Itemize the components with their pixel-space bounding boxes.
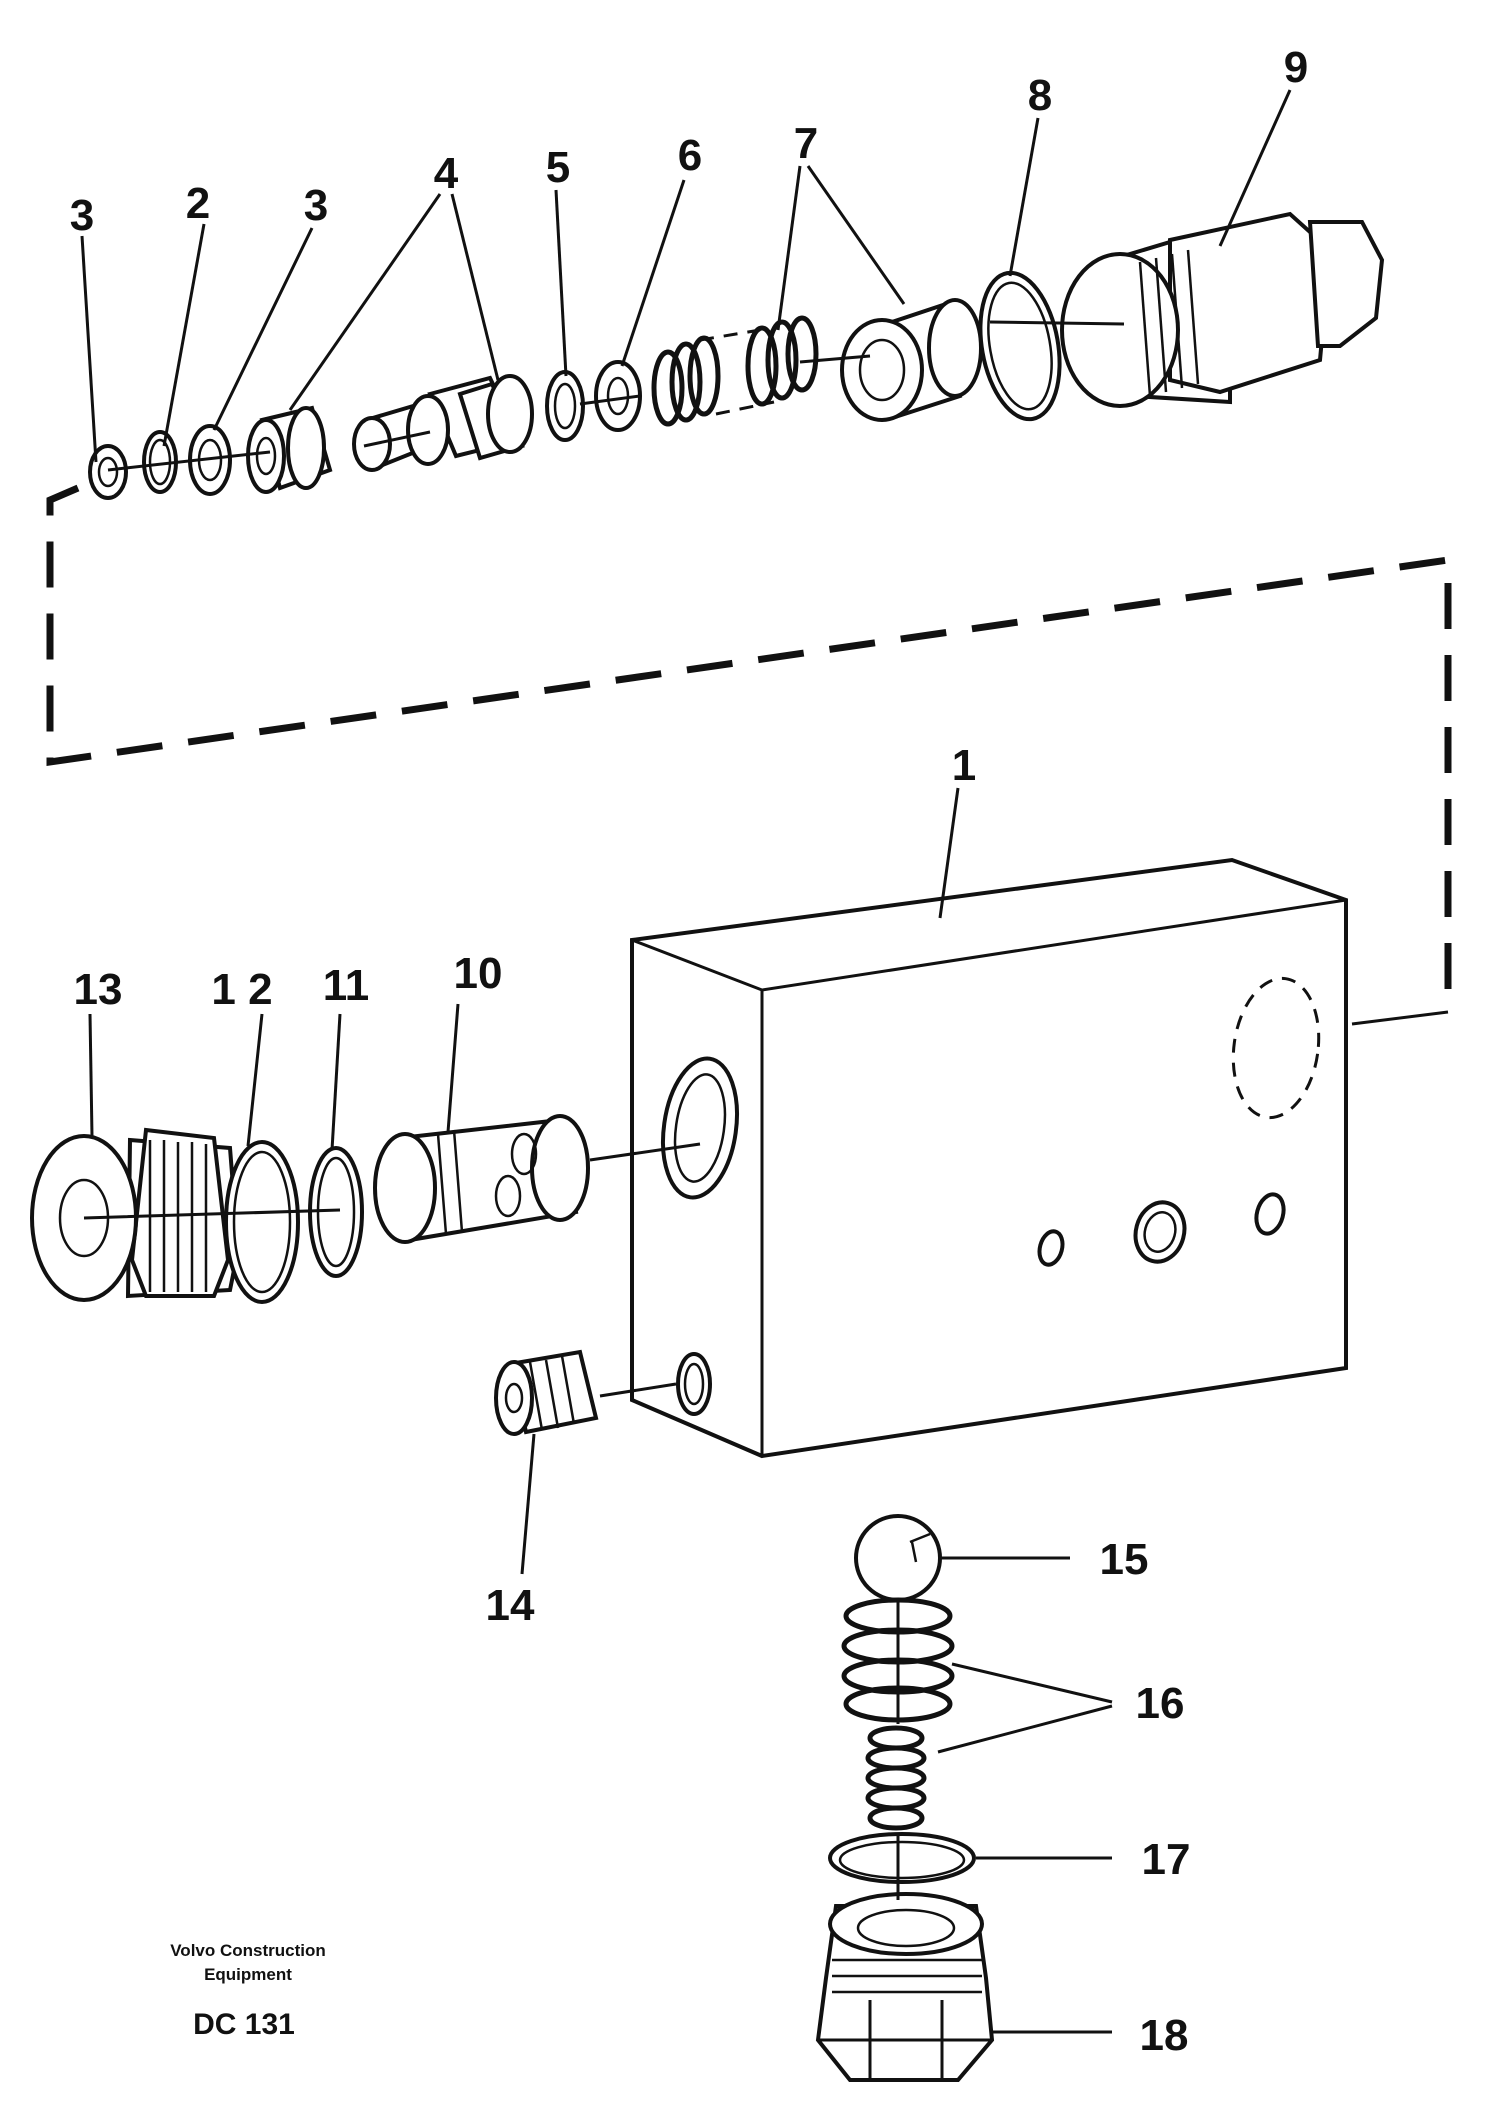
callout-13: 13 bbox=[74, 965, 123, 1014]
part-8-o-ring bbox=[978, 270, 1062, 422]
part-7-spring bbox=[651, 315, 819, 427]
part-18-fitting bbox=[815, 1892, 995, 2082]
part-10-cartridge bbox=[373, 1114, 590, 1244]
side-bore-small bbox=[676, 1352, 712, 1416]
callout-1: 1 bbox=[952, 741, 976, 790]
part-14-setscrew bbox=[494, 1349, 677, 1436]
callout-2: 2 bbox=[186, 179, 210, 228]
callout-10: 10 bbox=[454, 949, 503, 998]
callout-18: 18 bbox=[1140, 2011, 1189, 2060]
assembly-dashed-line bbox=[46, 484, 1452, 1026]
callout-8: 8 bbox=[1028, 71, 1052, 120]
callout-5: 5 bbox=[546, 143, 570, 192]
part-15-ball bbox=[854, 1514, 942, 1602]
credit-line-2: Equipment bbox=[204, 1965, 292, 1984]
part-5-ring bbox=[545, 370, 585, 442]
callout-6: 6 bbox=[678, 131, 702, 180]
callout-11: 11 bbox=[323, 961, 370, 1010]
callout-3: 3 bbox=[70, 191, 94, 240]
callout-15: 15 bbox=[1100, 1535, 1149, 1584]
callout-17: 17 bbox=[1142, 1835, 1191, 1884]
part-17-o-ring bbox=[828, 1832, 976, 1884]
upper-axis-line bbox=[107, 320, 1125, 472]
callout-labels: 3 2 3 4 5 6 7 8 9 1 13 1 2 11 10 14 15 1… bbox=[70, 43, 1308, 2060]
callout-7: 7 bbox=[794, 119, 818, 168]
part-9-plug bbox=[1060, 211, 1385, 408]
leader-lines bbox=[80, 89, 1292, 2034]
part-7-seat bbox=[840, 298, 983, 422]
callout-12: 1 2 bbox=[211, 965, 272, 1014]
port-hole bbox=[1254, 1192, 1286, 1236]
callout-9: 9 bbox=[1284, 43, 1308, 92]
side-axis-line bbox=[83, 1142, 701, 1220]
figure-code: DC 131 bbox=[193, 2008, 295, 2041]
part-1-valve-block bbox=[630, 857, 1348, 1459]
callout-4: 4 bbox=[434, 149, 459, 198]
publisher-credit: Volvo Construction Equipment DC 131 bbox=[170, 1941, 326, 2041]
part-4-spool bbox=[246, 374, 534, 494]
callout-16: 16 bbox=[1136, 1679, 1185, 1728]
side-bore bbox=[661, 1056, 739, 1200]
part-3-seal-left bbox=[88, 444, 128, 500]
callout-14: 14 bbox=[486, 1581, 535, 1630]
part-12-o-ring bbox=[224, 1140, 300, 1304]
credit-line-1: Volvo Construction bbox=[170, 1941, 326, 1960]
callout-3: 3 bbox=[304, 181, 328, 230]
part-6-washer bbox=[594, 360, 642, 432]
port-hole bbox=[1037, 1229, 1065, 1267]
part-16-spring-small bbox=[865, 1725, 927, 1831]
